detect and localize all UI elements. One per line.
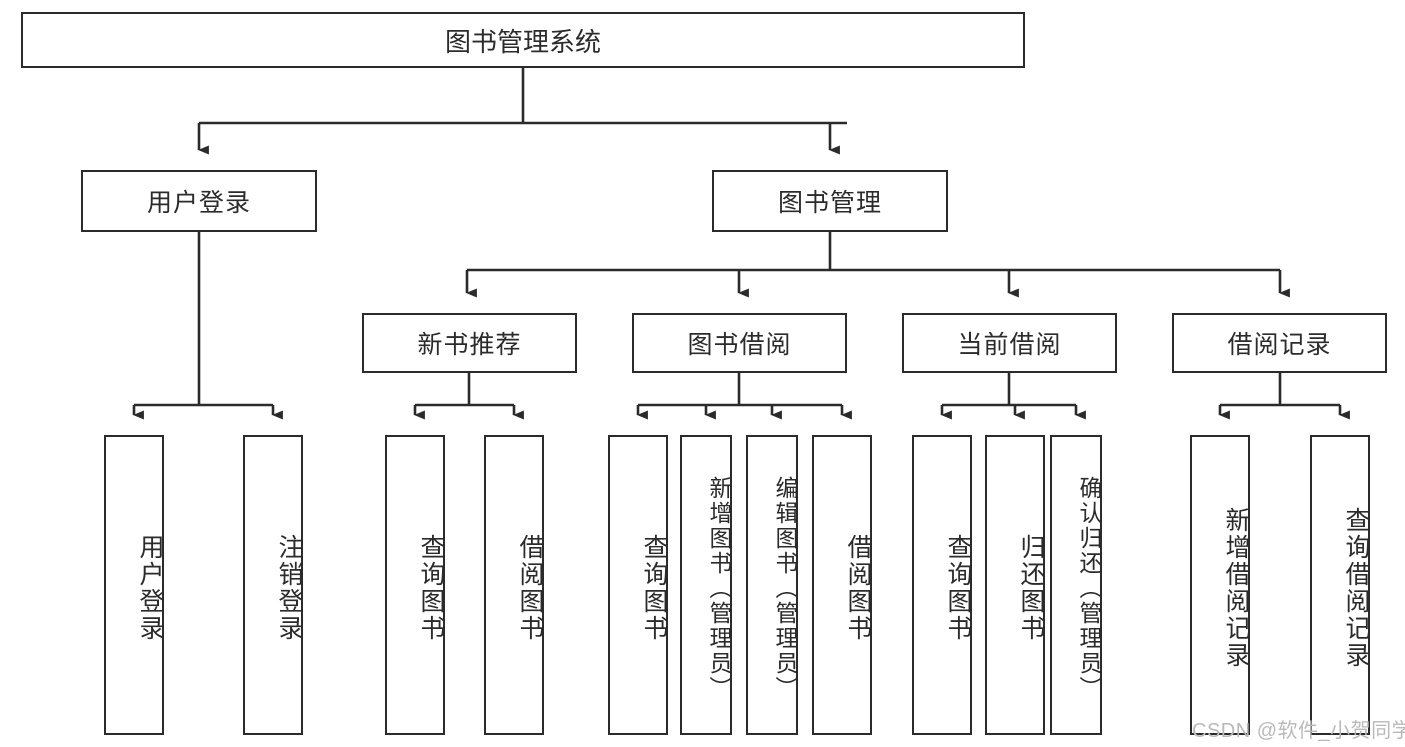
node-book-borrow[interactable]: 图书借阅 [632,313,847,373]
node-book-manage-label: 图书管理 [777,189,882,217]
node-book-manage[interactable]: 图书管理 [712,170,948,232]
node-leaf-logout-label: 注销登录 [275,534,303,642]
node-leaf-query-book-1-label: 查询图书 [417,534,445,642]
node-leaf-query-book-3-label: 查询图书 [944,534,972,642]
node-leaf-query-record[interactable]: 查询借阅记录 [1310,435,1370,735]
node-leaf-add-book-label: 新增图书（管理员） [706,475,732,701]
node-leaf-borrow-book-1[interactable]: 借阅图书 [484,435,544,735]
node-user-login-label: 用户登录 [146,189,251,217]
node-leaf-confirm-return[interactable]: 确认归还（管理员） [1050,435,1102,735]
node-borrow-record[interactable]: 借阅记录 [1172,313,1387,373]
node-leaf-borrow-book-2[interactable]: 借阅图书 [812,435,872,735]
node-leaf-borrow-book-1-label: 借阅图书 [516,534,544,642]
node-leaf-confirm-return-label: 确认归还（管理员） [1076,475,1102,701]
node-leaf-logout[interactable]: 注销登录 [243,435,303,735]
node-leaf-borrow-book-2-label: 借阅图书 [844,534,872,642]
node-leaf-user-login[interactable]: 用户登录 [104,435,164,735]
node-leaf-query-book-3[interactable]: 查询图书 [912,435,972,735]
watermark: CSDN @软件_小贺同学 [1192,720,1405,742]
node-leaf-query-book-2[interactable]: 查询图书 [608,435,668,735]
node-leaf-edit-book-label: 编辑图书（管理员） [772,475,798,701]
node-leaf-return-book[interactable]: 归还图书 [985,435,1045,735]
node-user-login[interactable]: 用户登录 [81,170,317,232]
node-root[interactable]: 图书管理系统 [21,12,1025,68]
node-borrow-record-label: 借阅记录 [1227,331,1332,359]
node-leaf-add-record[interactable]: 新增借阅记录 [1190,435,1250,735]
node-current-borrow-label: 当前借阅 [957,331,1062,359]
node-root-label: 图书管理系统 [444,26,601,57]
node-leaf-user-login-label: 用户登录 [136,534,164,642]
node-leaf-query-book-2-label: 查询图书 [640,534,668,642]
node-book-borrow-label: 图书借阅 [687,331,792,359]
node-leaf-query-record-label: 查询借阅记录 [1342,507,1370,669]
node-new-book-recommend[interactable]: 新书推荐 [362,313,577,373]
node-new-book-recommend-label: 新书推荐 [417,331,522,359]
node-leaf-add-book[interactable]: 新增图书（管理员） [680,435,732,735]
node-leaf-add-record-label: 新增借阅记录 [1222,507,1250,669]
node-current-borrow[interactable]: 当前借阅 [902,313,1117,373]
node-leaf-edit-book[interactable]: 编辑图书（管理员） [746,435,798,735]
node-leaf-return-book-label: 归还图书 [1017,534,1045,642]
node-leaf-query-book-1[interactable]: 查询图书 [385,435,445,735]
